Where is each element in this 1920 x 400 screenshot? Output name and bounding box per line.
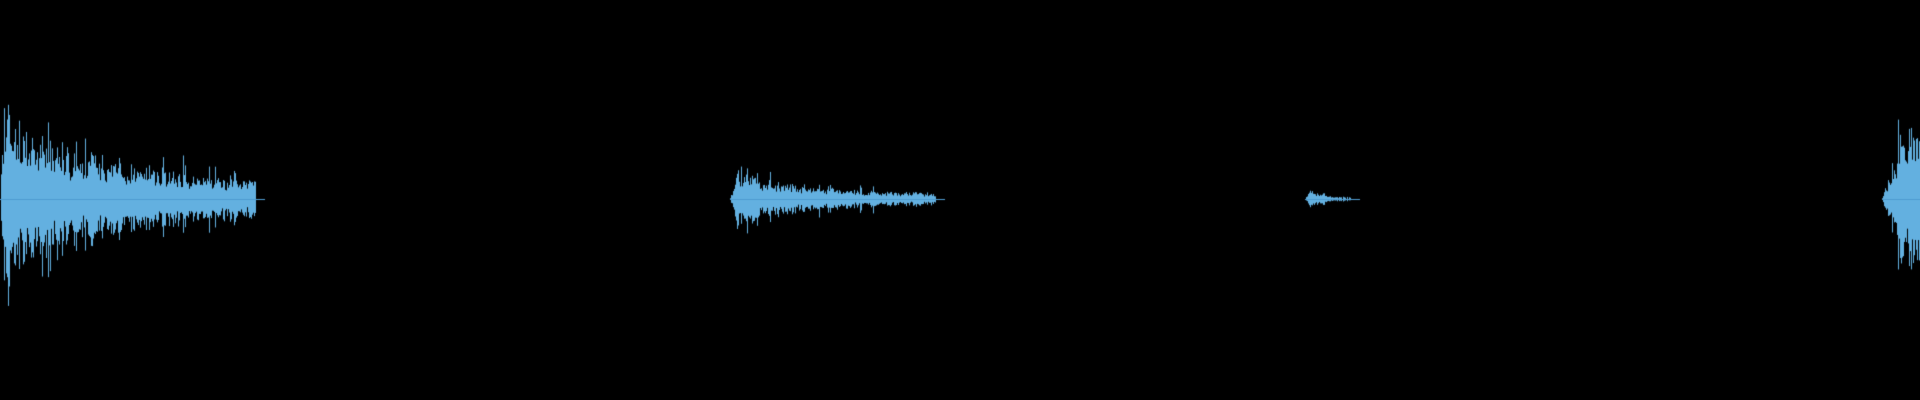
waveform-canvas[interactable] (0, 0, 1920, 400)
waveform-viewer[interactable] (0, 0, 1920, 400)
waveform-click-surface[interactable] (0, 0, 1920, 400)
